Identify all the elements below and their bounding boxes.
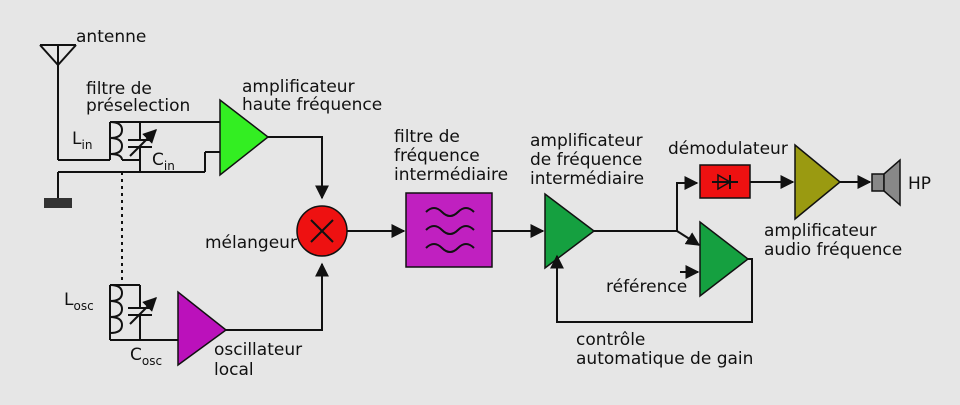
agc-amplifier-block xyxy=(699,220,750,298)
oscillator-coil-icon xyxy=(109,284,140,341)
ground-icon xyxy=(44,171,140,208)
c-in-label: Cin xyxy=(152,150,175,173)
c-osc-label: Cosc xyxy=(130,345,162,368)
agc-label: contrôle automatique de gain xyxy=(576,330,753,369)
antenna-label: antenne xyxy=(76,27,146,47)
if-filter-label: filtre de fréquence intermédiaire xyxy=(394,127,508,185)
local-oscillator-label: oscillateur local xyxy=(214,340,308,380)
preselection-filter-label: filtre de préselection xyxy=(86,79,190,116)
demodulator-label: démodulateur xyxy=(668,139,788,159)
if-amplifier-block xyxy=(544,192,596,270)
l-osc-label: Losc xyxy=(64,290,94,313)
mixer-label: mélangeur xyxy=(205,233,297,253)
hf-amplifier-block xyxy=(219,98,270,177)
speaker-icon xyxy=(871,158,901,207)
input-coil-icon xyxy=(58,121,210,161)
input-variable-capacitor-icon xyxy=(128,122,157,172)
mixer-block xyxy=(296,205,348,257)
af-amplifier-label: amplificateur audio fréquence xyxy=(764,221,902,260)
reference-label: référence xyxy=(606,277,687,297)
oscillator-variable-capacitor-icon xyxy=(128,285,157,340)
local-oscillator-block xyxy=(177,290,228,367)
af-amplifier-block xyxy=(794,143,842,221)
hf-amplifier-label: amplificateur haute fréquence xyxy=(242,77,382,115)
demodulator-block xyxy=(699,164,751,199)
if-amplifier-label: amplificateur de fréquence intermédiaire xyxy=(530,131,648,189)
if-filter-block xyxy=(405,192,493,268)
antenna-icon xyxy=(39,44,77,160)
l-in-label: Lin xyxy=(72,129,92,152)
speaker-label: HP xyxy=(908,174,931,194)
